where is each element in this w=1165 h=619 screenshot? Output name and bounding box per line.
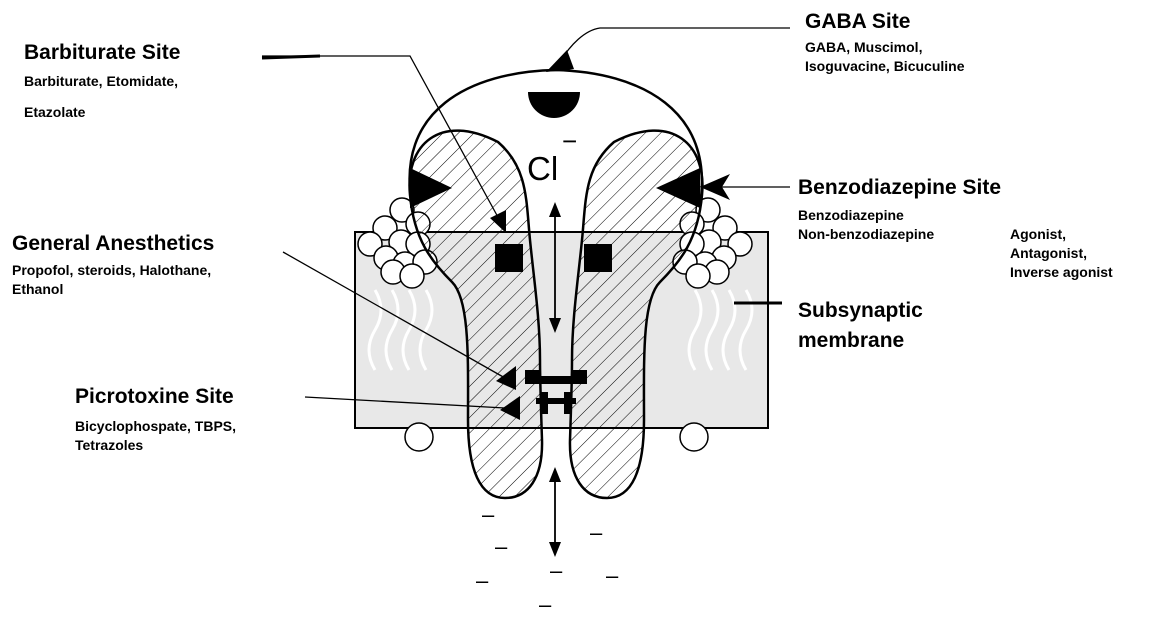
svg-text:–: – [482,502,495,527]
subsynaptic-membrane-label: Subsynaptic membrane [798,296,923,356]
lipid-head-bottom-right [680,423,708,451]
gaba-leader-arrowhead [546,50,574,72]
benzodiazepine-modulator-2: Antagonist, [1010,244,1113,263]
benzodiazepine-site-title: Benzodiazepine Site [798,176,1001,200]
lipid-head-bottom-left [405,423,433,451]
barbiturate-site-title: Barbiturate Site [24,41,180,65]
svg-text:–: – [476,568,489,593]
barbiturate-marker-right [584,244,612,272]
barbiturate-site-ligands-1: Barbiturate, Etomidate, [24,72,180,91]
ion-flow-arrowhead-up [549,202,561,217]
barbiturate-marker-left [495,244,523,272]
svg-text:–: – [539,592,552,617]
benzodiazepine-site-ligands-2: Non-benzodiazepine [798,225,1001,244]
gaba-site-ligands-1: GABA, Muscimol, [805,38,965,57]
gaba-site-ligands-2: Isoguvacine, Bicuculine [805,57,965,76]
barbiturate-site-ligands-2: Etazolate [24,103,180,122]
benzodiazepine-site-label: Benzodiazepine Site Benzodiazepine Non-b… [798,176,1001,244]
barbiturate-leader-bar [262,56,320,58]
gaba-site-marker [528,92,580,118]
general-anesthetics-title: General Anesthetics [12,232,214,256]
barbiturate-site-label: Barbiturate Site Barbiturate, Etomidate,… [24,41,180,122]
subsynaptic-membrane-line-1: Subsynaptic [798,296,923,326]
subsynaptic-membrane-line-2: membrane [798,326,923,356]
gaba-site-label: GABA Site GABA, Muscimol, Isoguvacine, B… [805,10,965,76]
benzodiazepine-modulator-1: Agonist, [1010,225,1113,244]
benzodiazepine-modulator-3: Inverse agonist [1010,263,1113,282]
general-anesthetics-label: General Anesthetics Propofol, steroids, … [12,232,214,299]
svg-text:–: – [550,558,563,583]
general-anesthetics-ligands-2: Ethanol [12,280,214,299]
ion-flow-lower-arrowhead-up [549,467,561,482]
chloride-ion-charge: − [562,126,577,156]
chloride-ion-label: Cl [527,150,558,187]
svg-text:–: – [495,534,508,559]
ion-flow-lower-arrowhead-down [549,542,561,557]
picrotoxine-site-ligands-2: Tetrazoles [75,436,236,455]
picrotoxine-site-label: Picrotoxine Site Bicyclophospate, TBPS, … [75,385,236,455]
benzodiazepine-site-ligands-1: Benzodiazepine [798,206,1001,225]
benzodiazepine-site-modulators: Agonist, Antagonist, Inverse agonist [1010,225,1113,282]
picrotoxine-site-ligands-1: Bicyclophospate, TBPS, [75,417,236,436]
picrotoxine-site-title: Picrotoxine Site [75,385,236,409]
svg-text:–: – [606,563,619,588]
general-anesthetics-ligands-1: Propofol, steroids, Halothane, [12,261,214,280]
svg-text:–: – [590,520,603,545]
gaba-site-title: GABA Site [805,10,965,34]
chloride-minus-signs: – – – – – – – [476,502,619,617]
